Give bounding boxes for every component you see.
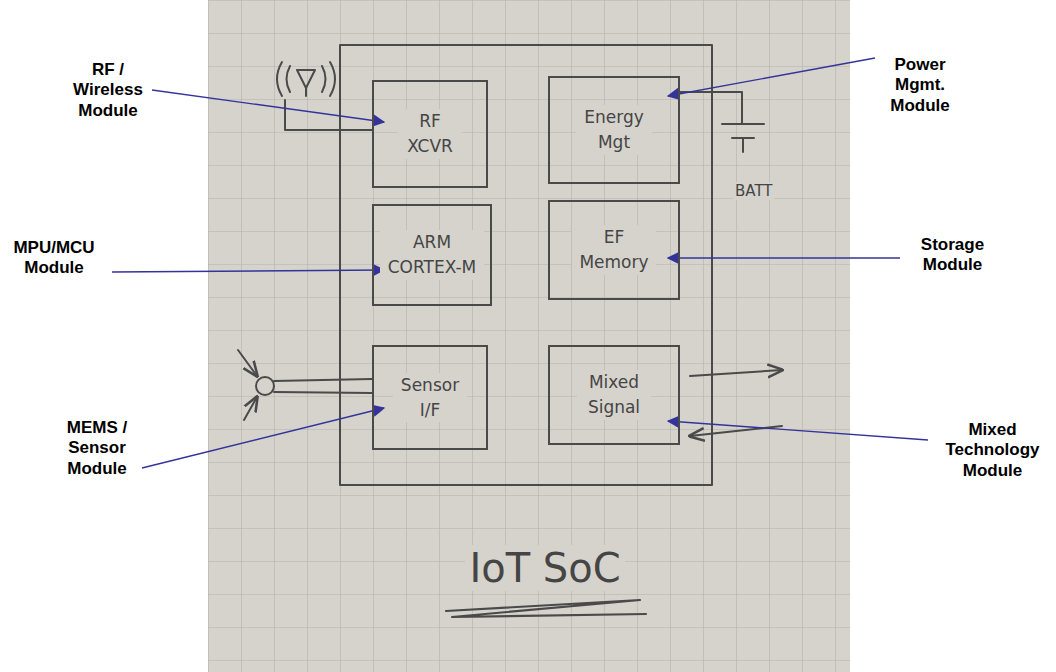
module-label: RF XCVR bbox=[398, 109, 462, 158]
chip-outline bbox=[340, 45, 712, 485]
callout-label: MPU/MCU Module bbox=[4, 238, 104, 279]
battery-symbol bbox=[680, 92, 764, 152]
callout-label: MEMS / Sensor Module bbox=[52, 418, 142, 479]
title-underline bbox=[446, 600, 646, 617]
callout-label: Mixed Technology Module bbox=[935, 420, 1050, 481]
module-label: Energy Mgt bbox=[576, 105, 652, 154]
graph-paper bbox=[208, 0, 850, 672]
sensor-symbol bbox=[238, 350, 372, 420]
module-box: ARM CORTEX-M bbox=[372, 204, 492, 306]
module-box: EF Memory bbox=[548, 200, 680, 300]
module-box: Energy Mgt bbox=[548, 76, 680, 184]
module-box: Sensor I/F bbox=[372, 345, 488, 450]
callout-label: Storage Module bbox=[905, 235, 1000, 276]
module-box: Mixed Signal bbox=[548, 345, 680, 445]
callout-label: Power Mgmt. Module bbox=[880, 55, 960, 116]
callout-arrows bbox=[112, 58, 928, 468]
title-block: IoT SoC bbox=[395, 545, 695, 591]
battery-label: BATT bbox=[733, 182, 774, 200]
module-label: Sensor I/F bbox=[393, 373, 467, 422]
module-box: RF XCVR bbox=[372, 80, 488, 188]
module-label: Mixed Signal bbox=[577, 370, 651, 419]
diagram-title: IoT SoC bbox=[465, 545, 624, 591]
module-label: EF Memory bbox=[572, 225, 656, 274]
callout-label: RF / Wireless Module bbox=[58, 60, 158, 121]
module-label: ARM CORTEX-M bbox=[380, 230, 484, 279]
pencil-sketch bbox=[238, 45, 782, 617]
antenna-symbol bbox=[277, 62, 372, 130]
